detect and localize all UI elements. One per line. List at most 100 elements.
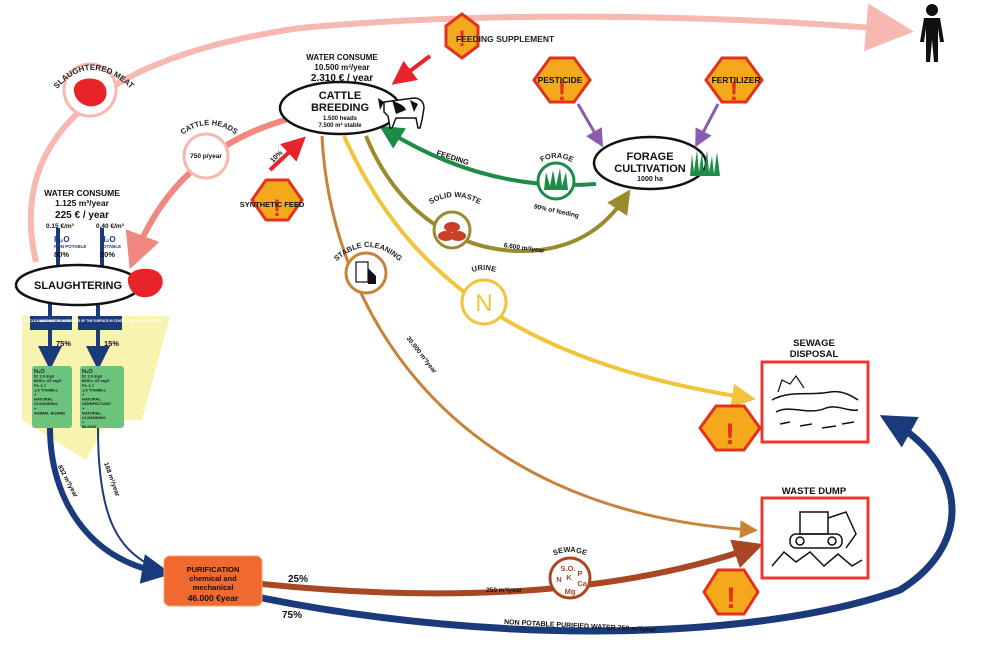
water-quality-box-right xyxy=(80,366,124,428)
h2o-left: H₂O xyxy=(54,235,70,244)
cattle-stable: 7.500 m² stable xyxy=(318,122,362,129)
cattle-title-2: BREEDING xyxy=(311,102,369,114)
sewage-so: S.O. xyxy=(560,564,575,573)
warning-icon: ! xyxy=(444,12,480,60)
sewage-disposal-title-2: DISPOSAL xyxy=(790,349,839,360)
water-quality-line: N: 1.9 mg/l xyxy=(82,374,102,379)
use-left-box xyxy=(30,316,72,330)
svg-text:!: ! xyxy=(726,582,736,615)
pct-75: 75% xyxy=(282,610,302,621)
water-quality-line: NATURAL xyxy=(82,410,102,415)
sewage-n: N xyxy=(556,575,561,584)
supplement-arrow xyxy=(391,54,432,85)
forage-icon xyxy=(544,168,568,190)
water-quality-line: 1.5 °F/N/Mns xyxy=(34,387,59,392)
water-quality-line: Pt: 1.7 xyxy=(34,383,47,388)
meat-flow-line xyxy=(27,3,914,263)
purification-cost: 46.000 €year xyxy=(188,593,239,603)
h2o-right: H₂O xyxy=(100,235,116,244)
warning-icon: ! xyxy=(698,404,762,452)
water-type-right: POTABLE xyxy=(100,244,121,249)
water-quality-line: + xyxy=(82,392,85,397)
forage-node xyxy=(536,161,576,201)
warning-icon: ! xyxy=(702,568,760,616)
water-quality-line: CLEANSING xyxy=(82,415,106,420)
purification-node xyxy=(163,555,263,607)
water-quality-line: 1.5 °F/N/Mns xyxy=(82,387,107,392)
water-quality-line: NATURAL xyxy=(82,397,102,402)
synthetic-feed-arrow xyxy=(268,136,306,172)
out-right: 15% xyxy=(104,339,119,348)
cattle-water-cost: 2.310 € / year xyxy=(311,73,373,84)
purified-water-line xyxy=(261,415,956,635)
bulldozer-icon xyxy=(771,511,863,568)
feeding-supplement-label: FEEDING SUPPLEMENT xyxy=(456,34,555,44)
share-left: 80% xyxy=(54,250,69,259)
water-quality-line: DISINFECTANT xyxy=(82,401,112,406)
water-quality-line: + xyxy=(82,406,85,411)
use-right: WASHING OF LIVERS AND OF THE SURFACE IN … xyxy=(39,319,160,323)
solid-waste-label: SOLID WASTE xyxy=(427,190,483,206)
urine-node xyxy=(460,278,508,326)
use-left: PLANT CLEANING AND BOARD OUTING xyxy=(16,319,86,323)
svg-text:!: ! xyxy=(725,418,735,451)
synthetic-feed-label: SYNTHETIC FEED xyxy=(240,200,305,209)
waste-dump-title: WASTE DUMP xyxy=(782,486,847,497)
sewage-mg: Mg xyxy=(565,587,576,596)
out-left: 75% xyxy=(56,339,71,348)
sewage-p: P xyxy=(577,569,582,578)
sewage-disposal-box xyxy=(760,360,870,444)
sewage-icon xyxy=(771,374,859,429)
warning-icon: ! xyxy=(250,178,304,222)
water-quality-line: BLOOD xyxy=(82,424,97,429)
human-icon xyxy=(920,4,944,62)
cattle-title-1: CATTLE xyxy=(319,90,362,102)
svg-text:!: ! xyxy=(458,26,465,51)
flow-168-label: 168 m³/year xyxy=(102,461,121,497)
water-quality-line: H₂O xyxy=(34,369,45,375)
purification-to-dump-line xyxy=(261,539,764,597)
purification-title: PURIFICATION xyxy=(187,565,240,574)
water-quality-line: H₂O xyxy=(82,369,93,375)
grass-icon xyxy=(690,150,720,176)
water-quality-box-left xyxy=(32,366,72,428)
water-quality-line: BOD₅: 69 mg/l xyxy=(34,378,61,383)
svg-text:!: ! xyxy=(558,76,567,106)
sewage-rate: 250 m³/year xyxy=(486,587,522,594)
urine-label: URINE xyxy=(471,263,498,274)
forage-pct: 90% of feeding xyxy=(533,203,579,219)
slaughtering-title: SLAUGHTERING xyxy=(34,280,122,292)
meat-icon xyxy=(73,78,107,107)
svg-text:!: ! xyxy=(273,195,281,222)
stable-icon xyxy=(355,261,376,284)
cattle-heads: 1.500 heads xyxy=(323,116,358,122)
use-right-box xyxy=(78,316,122,330)
warning-icon: ! xyxy=(704,56,764,106)
pesticide-arrow xyxy=(576,103,604,148)
sewage-label: SEWAGE xyxy=(552,545,589,558)
forage-title-2: CULTIVATION xyxy=(614,163,686,175)
sewage-node xyxy=(548,556,592,600)
cattle-heads-node xyxy=(182,132,230,180)
slaughter-water-volume: 1.125 m³/year xyxy=(55,198,110,208)
water-quality-line: BOD₅: 69 mg/l xyxy=(82,378,109,383)
water-quality-line: CLEANSING xyxy=(34,401,58,406)
manure-icon xyxy=(438,222,466,241)
water-quality-line: + xyxy=(34,406,37,411)
solid-waste-flow-line xyxy=(364,135,631,253)
flow-832-line xyxy=(47,427,172,584)
pesticide-label: PESTICIDE xyxy=(538,75,583,85)
slaughter-water-cost: 225 € / year xyxy=(55,210,109,221)
price-left: 0.15 €/m³ xyxy=(46,223,75,230)
cattle-heads-rate: 750 p/year xyxy=(190,153,222,160)
urine-symbol: N xyxy=(475,290,492,317)
cattle-water-volume: 10.500 m³/year xyxy=(314,63,369,72)
water-quality-line: ANIMAL BOARD xyxy=(34,410,65,415)
fertilizer-arrow xyxy=(695,103,720,148)
slaughter-water-title: WATER CONSUME xyxy=(44,188,120,198)
forage-title-1: FORAGE xyxy=(626,151,673,163)
meat-icon xyxy=(127,268,163,298)
